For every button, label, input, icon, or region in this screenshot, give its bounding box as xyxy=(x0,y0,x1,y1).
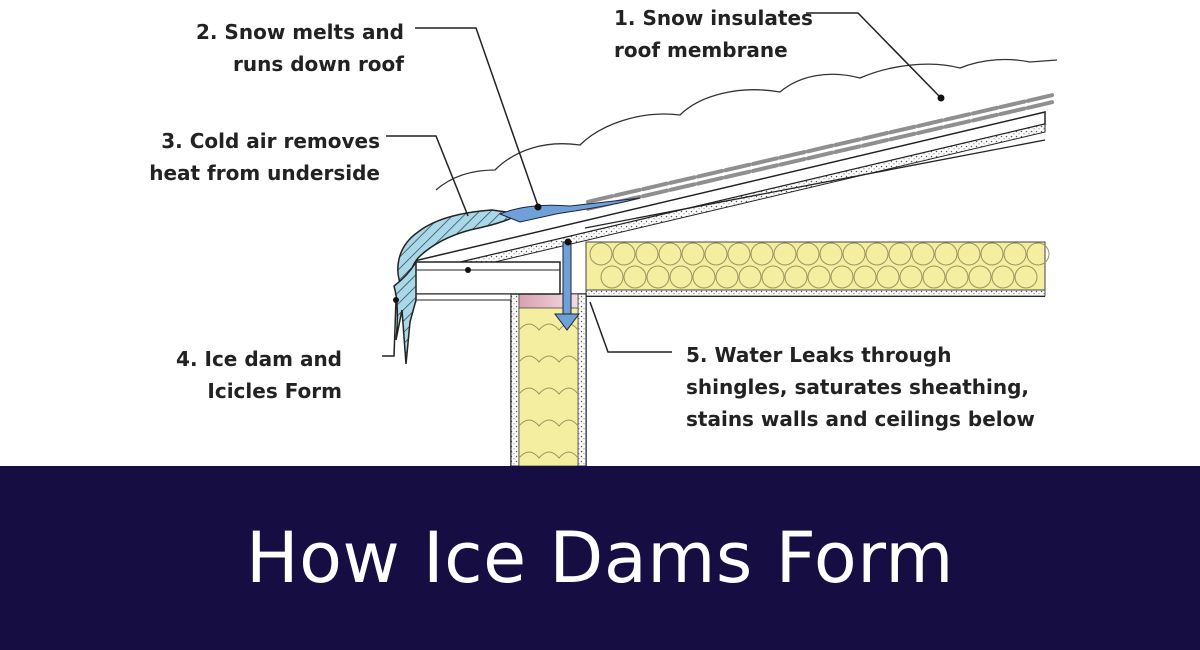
label-ice-dam-line1: 4. Ice dam and xyxy=(176,347,342,371)
ceiling-drywall xyxy=(585,289,1046,297)
label-water-leaks-line3: stains walls and ceilings below xyxy=(686,407,1035,431)
label-snow-melts-line2: runs down roof xyxy=(233,52,404,76)
title-banner: How Ice Dams Form xyxy=(0,466,1200,650)
label-ice-dam: 4. Ice dam and Icicles Form xyxy=(120,343,342,407)
label-cold-air-line2: heat from underside xyxy=(149,161,380,185)
label-water-leaks-line1: 5. Water Leaks through xyxy=(686,343,952,367)
snow-blanket xyxy=(435,58,1058,191)
label-snow-melts: 2. Snow melts and runs down roof xyxy=(140,16,404,80)
label-water-leaks-line2: shingles, saturates sheathing, xyxy=(686,375,1029,399)
label-snow-melts-line1: 2. Snow melts and xyxy=(195,20,404,44)
roof-cross-section-diagram xyxy=(382,12,1058,466)
melt-water xyxy=(498,197,641,223)
label-cold-air: 3. Cold air removes heat from underside xyxy=(120,125,380,189)
label-snow-insulates: 1. Snow insulates roof membrane xyxy=(614,2,813,66)
label-ice-dam-line2: Icicles Form xyxy=(207,379,342,403)
leader-dots xyxy=(393,94,945,303)
label-snow-insulates-line1: 1. Snow insulates xyxy=(614,6,813,30)
attic-insulation xyxy=(585,241,1050,291)
label-snow-insulates-line2: roof membrane xyxy=(614,38,788,62)
roof-shingles xyxy=(586,93,1054,211)
label-cold-air-line1: 3. Cold air removes xyxy=(161,129,380,153)
icicles xyxy=(393,259,417,365)
leader-lines xyxy=(382,12,942,357)
label-water-leaks: 5. Water Leaks through shingles, saturat… xyxy=(686,339,1035,435)
banner-title: How Ice Dams Form xyxy=(246,517,954,599)
